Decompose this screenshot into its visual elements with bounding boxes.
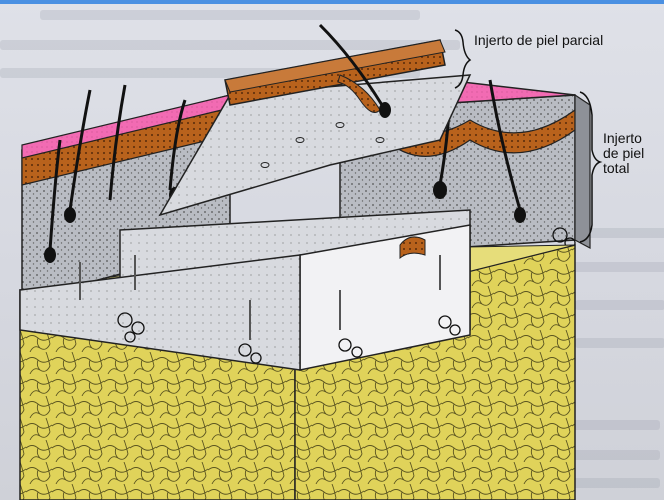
total-graft-label-line3: total bbox=[603, 161, 644, 176]
total-graft-label-line2: de piel bbox=[603, 146, 644, 161]
partial-graft-label: Injerto de piel parcial bbox=[474, 33, 603, 48]
total-graft-label-line1: Injerto bbox=[603, 131, 644, 146]
total-graft-label: Injerto de piel total bbox=[603, 131, 644, 176]
